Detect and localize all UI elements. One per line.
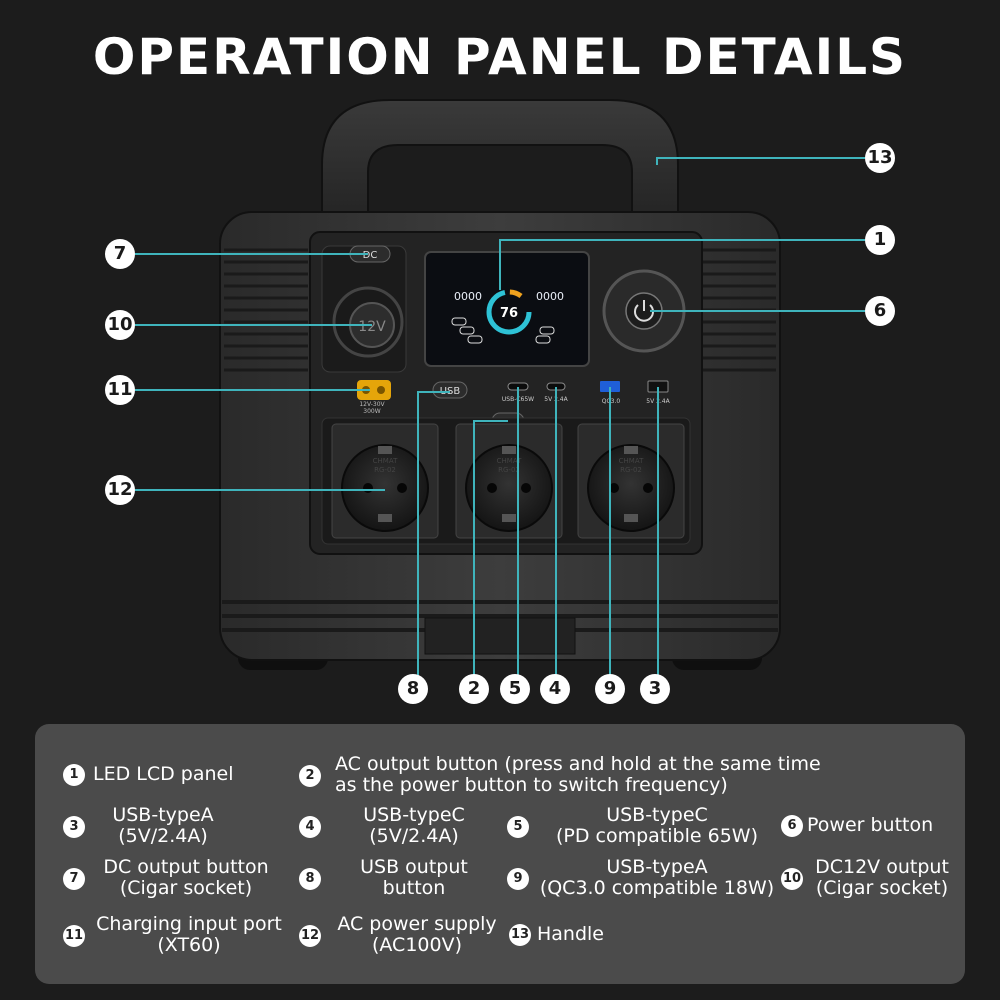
ac-socket-3: CHMAT RG-02	[577, 423, 685, 539]
legend-item-12: 12 AC power supply (AC100V)	[299, 913, 497, 956]
callout-6: 6	[865, 296, 895, 326]
legend-item-9: 9 USB-typeA (QC3.0 compatible 18W)	[507, 857, 787, 901]
handle	[321, 99, 679, 231]
xt60-spec-2: 300W	[363, 408, 380, 415]
svg-text:RG-02: RG-02	[374, 466, 396, 474]
legend-item-1: 1 LED LCD panel	[63, 764, 263, 788]
callout-13: 13	[865, 143, 895, 173]
legend-item-13: 13 Handle	[509, 923, 605, 946]
callout-2: 2	[459, 674, 489, 704]
cigar-socket-label: 12V	[358, 319, 386, 335]
callout-7: 7	[105, 239, 135, 269]
legend-item-5: 5 USB-typeC (PD compatible 65W)	[507, 805, 787, 849]
page-title: OPERATION PANEL DETAILS	[92, 28, 908, 86]
ac-socket-1: CHMAT RG-02	[331, 423, 439, 539]
svg-text:RG-02: RG-02	[498, 466, 520, 474]
lcd-percent: 76	[500, 306, 518, 321]
power-icon	[634, 304, 654, 322]
dc-button-label: DC	[363, 250, 378, 261]
legend-panel: 1 LED LCD panel 2 AC output button (pres…	[35, 724, 965, 984]
legend-item-4: 4 USB-typeC (5V/2.4A)	[299, 805, 499, 849]
lcd-screen	[424, 251, 590, 367]
callout-11: 11	[105, 375, 135, 405]
callout-5: 5	[500, 674, 530, 704]
svg-text:CHMAT: CHMAT	[497, 457, 522, 465]
legend-item-3: 3 USB-typeA (5V/2.4A)	[63, 805, 263, 849]
ac-socket-2: CHMAT RG-02	[455, 423, 563, 539]
leader-lines	[135, 157, 865, 675]
callout-10: 10	[105, 310, 135, 340]
legend-item-10: 10 DC12V output (Cigar socket)	[781, 856, 949, 899]
legend-item-7: 7 DC output button (Cigar socket)	[63, 857, 303, 901]
legend-item-11: 11 Charging input port (XT60)	[63, 913, 282, 956]
callout-12: 12	[105, 475, 135, 505]
usb-button-label: USB	[440, 386, 461, 397]
lcd-right-readout: 0000	[536, 290, 564, 303]
qc30-label: QC3.0	[602, 398, 621, 405]
svg-text:RG-02: RG-02	[620, 466, 642, 474]
legend-item-8: 8 USB output button	[299, 857, 499, 901]
xt60-spec-1: 12V-30V	[359, 401, 385, 408]
svg-text:CHMAT: CHMAT	[373, 457, 398, 465]
callout-1: 1	[865, 225, 895, 255]
legend-item-2: 2 AC output button (press and hold at th…	[299, 754, 919, 798]
callout-3: 3	[640, 674, 670, 704]
callout-9: 9	[595, 674, 625, 704]
callout-4: 4	[540, 674, 570, 704]
legend-item-6: 6 Power button	[781, 815, 961, 839]
lcd-left-readout: 0000	[454, 290, 482, 303]
callout-8: 8	[398, 674, 428, 704]
svg-text:CHMAT: CHMAT	[619, 457, 644, 465]
